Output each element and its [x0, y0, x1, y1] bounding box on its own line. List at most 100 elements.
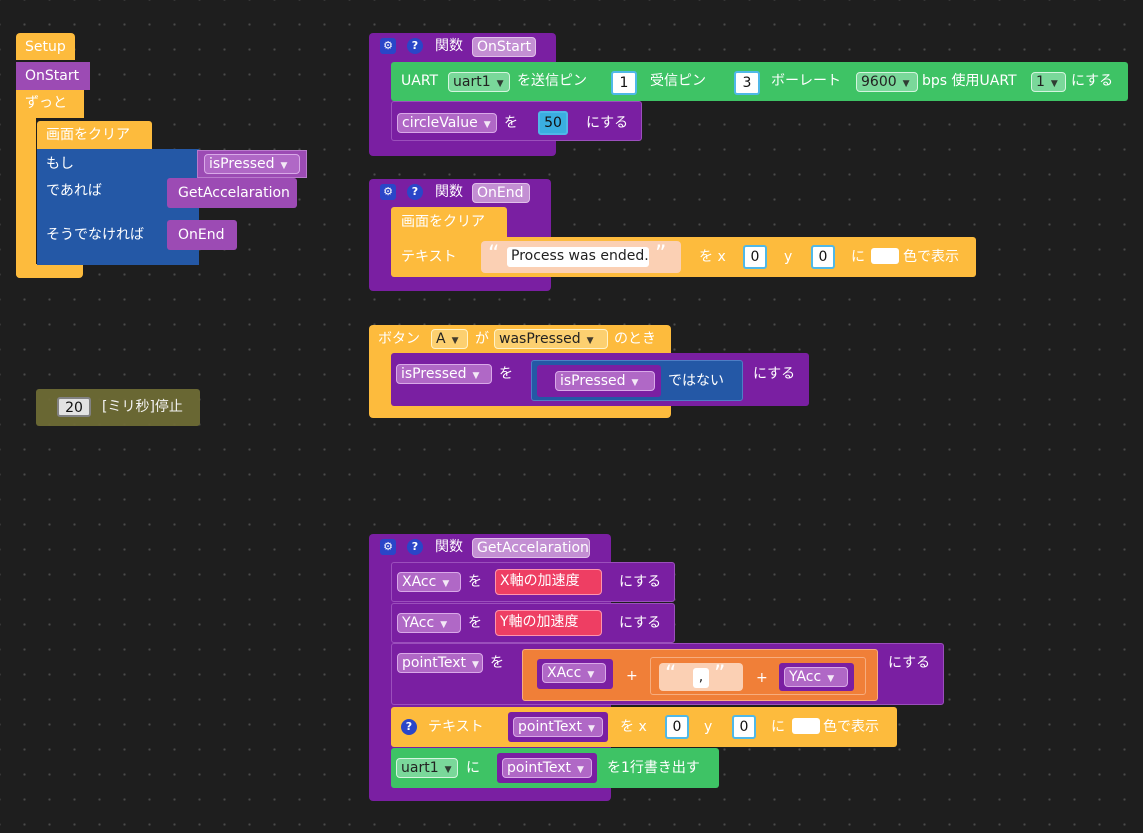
if-condition-socket[interactable]: isPressed▼: [197, 150, 307, 178]
help-icon[interactable]: ?: [401, 719, 417, 735]
is-pressed-var[interactable]: isPressed▼: [204, 154, 300, 174]
clear-screen-block[interactable]: 画面をクリア: [391, 207, 507, 237]
y-label: y: [784, 249, 793, 265]
dropdown-arrow-icon: ▼: [483, 120, 491, 130]
join-block[interactable]: XAcc▼ + “ , ” + YAcc▼: [522, 649, 878, 701]
not-socket[interactable]: isPressed▼: [537, 365, 661, 397]
text-display-block[interactable]: テキスト “ Process was ended. ” を x 0 y 0 に …: [391, 237, 976, 277]
serial-port-dropdown[interactable]: uart1▼: [396, 758, 458, 778]
dropdown-arrow-icon: ▼: [496, 79, 504, 89]
ga-label: が: [475, 331, 489, 347]
xacc-getter-dropdown[interactable]: XAcc▼: [542, 663, 606, 683]
yacc-var-dropdown[interactable]: YAcc▼: [397, 613, 461, 633]
pause-block[interactable]: 20 [ミリ秒]停止: [36, 389, 200, 426]
else-label: そうでなければ: [46, 227, 144, 243]
fn-name-field[interactable]: OnEnd: [472, 183, 530, 203]
y-accel-block[interactable]: Y軸の加速度: [495, 610, 602, 636]
rx-pin-input[interactable]: 3: [734, 71, 760, 95]
not-var-dropdown[interactable]: isPressed▼: [555, 371, 655, 391]
point-text-getter-block[interactable]: pointText▼: [508, 712, 608, 742]
x-input[interactable]: 0: [665, 715, 689, 739]
then-call-block[interactable]: GetAccelaration: [167, 178, 297, 208]
onstart-call-label: OnStart: [25, 68, 80, 84]
yacc-getter-dropdown[interactable]: YAcc▼: [784, 667, 848, 687]
gear-icon[interactable]: ⚙: [380, 38, 396, 54]
color-swatch[interactable]: [871, 248, 899, 264]
dropdown-arrow-icon: ▼: [827, 674, 835, 684]
xacc-assign-block[interactable]: XAcc▼ を X軸の加速度 にする: [391, 562, 675, 602]
tx-pin-label: を送信ピン: [517, 73, 587, 89]
x-input[interactable]: 0: [743, 245, 767, 269]
help-icon[interactable]: ?: [407, 539, 423, 555]
toggle-assign-block[interactable]: isPressed▼ を isPressed▼ ではない にする: [391, 353, 809, 406]
fn-name-field[interactable]: OnStart: [472, 37, 536, 57]
uart-num-dropdown[interactable]: 1▼: [1031, 72, 1066, 92]
onstart-call[interactable]: OnStart: [16, 62, 90, 90]
setup-hat[interactable]: Setup: [16, 33, 75, 60]
assign-suffix: にする: [586, 115, 629, 131]
plus-operator: +: [756, 670, 768, 686]
color-label: 色で表示: [823, 719, 879, 735]
y-input[interactable]: 0: [811, 245, 835, 269]
dropdown-arrow-icon: ▼: [280, 161, 288, 171]
text-label: テキスト: [401, 249, 457, 265]
xacc-var-dropdown[interactable]: XAcc▼: [397, 572, 461, 592]
help-icon[interactable]: ?: [407, 184, 423, 200]
serial-value-getter[interactable]: pointText▼: [497, 753, 597, 783]
event-dropdown[interactable]: wasPressed▼: [494, 329, 608, 349]
is-pressed-var[interactable]: isPressed▼: [396, 364, 492, 384]
color-swatch[interactable]: [792, 718, 820, 734]
dropdown-arrow-icon: ▼: [442, 579, 450, 589]
fn-keyword: 関数: [435, 184, 463, 200]
gear-icon[interactable]: ⚙: [380, 539, 396, 555]
gear-icon[interactable]: ⚙: [380, 184, 396, 200]
yacc-assign-block[interactable]: YAcc▼ を Y軸の加速度 にする: [391, 603, 675, 643]
point-text-getter-dropdown[interactable]: pointText▼: [513, 717, 603, 737]
fn-name-field[interactable]: GetAccelaration: [472, 538, 590, 558]
point-text-assign-block[interactable]: pointText▼ を XAcc▼ + “ , ” + YAcc▼ にする: [391, 643, 944, 705]
inner-join-block[interactable]: “ , ” + YAcc▼: [650, 657, 866, 695]
circle-assign-block[interactable]: circleValue▼ を 50 にする: [391, 101, 642, 141]
serial-writeline-block[interactable]: uart1▼ に pointText▼ を1行書き出す: [391, 748, 719, 788]
string-value-input[interactable]: Process was ended.: [507, 247, 649, 267]
then-call-label: GetAccelaration: [178, 185, 290, 201]
else-call-block[interactable]: OnEnd: [167, 220, 237, 250]
bps-label: bps 使用UART: [922, 73, 1017, 89]
then-label: であれば: [46, 183, 102, 199]
circle-var-dropdown[interactable]: circleValue▼: [397, 113, 497, 133]
circle-value-input[interactable]: 50: [538, 111, 568, 135]
at-x-label: を x: [699, 249, 726, 265]
serial-suffix: を1行書き出す: [607, 760, 700, 776]
close-quote-icon: ”: [714, 662, 726, 687]
pause-ms-input[interactable]: 20: [57, 397, 91, 417]
open-quote-icon: “: [488, 242, 500, 267]
xacc-getter-block[interactable]: XAcc▼: [537, 659, 613, 689]
string-literal-block[interactable]: “ Process was ended. ”: [481, 241, 681, 273]
assign-suffix: にする: [753, 366, 796, 382]
y-input[interactable]: 0: [732, 715, 756, 739]
assign-suffix: にする: [619, 574, 662, 590]
forever-block[interactable]: ずっと: [16, 90, 84, 118]
clear-screen-block[interactable]: 画面をクリア: [37, 121, 152, 149]
at-x-label: を x: [620, 719, 647, 735]
close-quote-icon: ”: [655, 242, 667, 267]
ni-label: に: [851, 249, 865, 265]
forever-label: ずっと: [25, 95, 67, 111]
point-text-display-block[interactable]: ? テキスト pointText▼ を x 0 y 0 に 色で表示: [391, 707, 897, 747]
help-icon[interactable]: ?: [407, 38, 423, 54]
comma-string-block[interactable]: “ , ”: [659, 663, 743, 691]
baud-dropdown[interactable]: 9600▼: [856, 72, 918, 92]
yacc-getter-block[interactable]: YAcc▼: [779, 663, 854, 691]
dropdown-arrow-icon: ▼: [631, 378, 639, 388]
tx-pin-input[interactable]: 1: [611, 71, 637, 95]
dropdown-arrow-icon: ▼: [587, 670, 595, 680]
point-text-var-dropdown[interactable]: pointText▼: [397, 653, 483, 673]
comma-value-input[interactable]: ,: [693, 668, 709, 688]
serial-value-dropdown[interactable]: pointText▼: [502, 758, 592, 778]
not-block[interactable]: isPressed▼ ではない: [531, 360, 743, 401]
uart-init-block[interactable]: UART uart1▼ を送信ピン 1 受信ピン 3 ボーレート 9600▼ b…: [391, 62, 1128, 101]
rx-pin-label: 受信ピン: [650, 73, 706, 89]
uart-port-dropdown[interactable]: uart1▼: [448, 72, 510, 92]
button-dropdown[interactable]: A▼: [431, 329, 468, 349]
x-accel-block[interactable]: X軸の加速度: [495, 569, 602, 595]
